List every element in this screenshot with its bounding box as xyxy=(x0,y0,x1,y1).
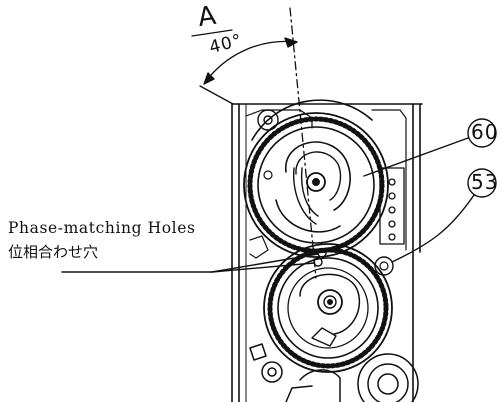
chassis-frame xyxy=(231,103,423,402)
view-letter-label: A xyxy=(195,0,218,34)
phase-matching-holes-label-jp: 位相合わせ穴 xyxy=(8,243,99,261)
callout-number-lower-gear: 53 xyxy=(471,170,499,194)
angle-construction xyxy=(191,7,317,279)
connector-strip xyxy=(379,167,405,245)
phase-matching-holes-label: Phase-matching Holes xyxy=(8,219,196,237)
callout-leaders xyxy=(61,118,497,273)
callout-number-upper-gear: 60 xyxy=(471,120,499,144)
bottom-parts xyxy=(249,343,419,402)
lower-gear xyxy=(263,243,394,373)
bolt-top-left xyxy=(257,109,279,131)
